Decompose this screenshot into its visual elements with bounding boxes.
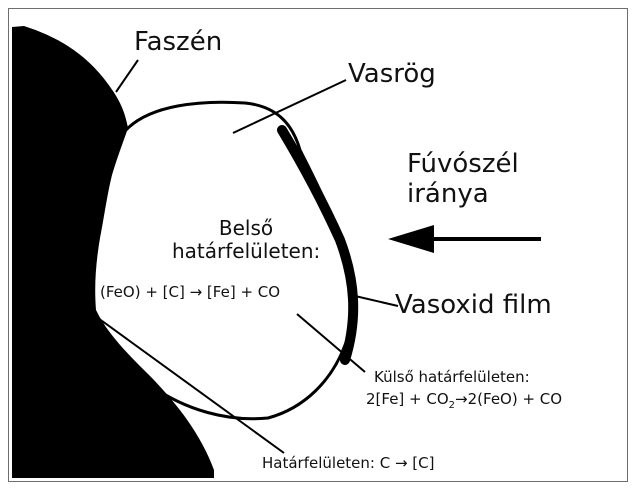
inner-interface-heading: Belső határfelületen: — [172, 217, 320, 263]
inner-interface-reaction: (FeO) + [C] → [Fe] + CO — [100, 284, 280, 301]
faszen-label: Faszén — [134, 28, 222, 58]
vasrog-label: Vasrög — [348, 60, 436, 90]
blast-direction-line2: iránya — [407, 180, 519, 210]
outer-interface-reaction: 2[Fe] + CO2→2(FeO) + CO — [366, 391, 562, 412]
faszen-leader — [116, 60, 138, 92]
outer-interface-heading: Külső határfelületen: — [374, 369, 530, 386]
blast-direction-label: Fúvószél iránya — [407, 150, 519, 210]
outer-reaction-part-a: 2[Fe] + CO — [366, 390, 449, 408]
outer-reaction-part-b: →2(FeO) + CO — [455, 390, 562, 408]
blast-arrow-head — [388, 225, 434, 253]
blast-direction-line1: Fúvószél — [407, 150, 519, 180]
vasoxid-leader — [355, 296, 398, 306]
iron-oxide-film-label: Vasoxid film — [395, 291, 552, 321]
interface-reaction-label: Határfelületen: C → [C] — [262, 455, 435, 472]
inner-interface-line1: Belső — [172, 217, 320, 240]
inner-interface-line2: határfelületen: — [172, 240, 320, 263]
